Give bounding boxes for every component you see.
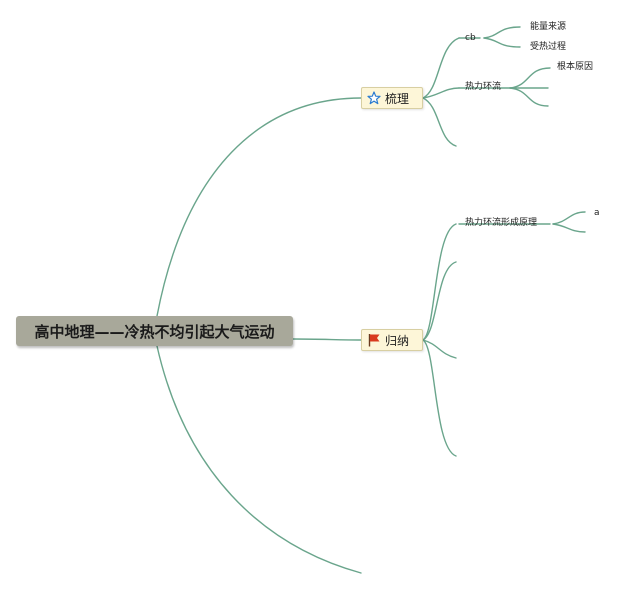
- central-topic[interactable]: 高中地理——冷热不均引起大气运动: [16, 316, 293, 346]
- connector-cb-to-heating: [483, 37, 521, 48]
- node-a[interactable]: a: [594, 208, 600, 218]
- connector-root-to-empty: [156, 345, 362, 574]
- branch-shuli[interactable]: 梳理: [361, 87, 423, 109]
- connector-principle-to-a: [552, 211, 586, 225]
- branch-shuli-label: 梳理: [385, 91, 410, 106]
- connector-principle-to-empty: [552, 223, 586, 233]
- connector-shuli-to-empty: [422, 97, 457, 147]
- connector-rlhl-to-empty: [509, 87, 549, 107]
- branch-guina[interactable]: 归纳: [361, 329, 423, 351]
- connector-guina-to-empty3: [422, 339, 457, 457]
- connector-rlhl-to-rootcause: [509, 67, 551, 89]
- central-topic-label: 高中地理——冷热不均引起大气运动: [34, 322, 275, 341]
- connector-shuli-to-rlhl: [422, 87, 460, 99]
- node-energy-source[interactable]: 能量来源: [530, 22, 567, 32]
- connector-root-to-shuli: [156, 97, 362, 317]
- node-heating-process[interactable]: 受热过程: [530, 42, 567, 52]
- red-flag-icon: [367, 333, 381, 347]
- node-root-cause[interactable]: 根本原因: [557, 62, 594, 72]
- connector-guina-to-empty1: [422, 261, 457, 341]
- connector-root-to-guina: [292, 338, 362, 341]
- connector-guina-to-principle: [422, 223, 457, 341]
- connector-guina-to-empty2: [422, 339, 457, 359]
- node-thermal-circulation-principle[interactable]: 热力环流形成原理: [465, 218, 538, 228]
- branch-guina-label: 归纳: [385, 333, 410, 348]
- connector-shuli-to-cb: [422, 37, 460, 99]
- node-thermal-circulation[interactable]: 热力环流: [465, 82, 502, 92]
- star-icon: [367, 91, 381, 105]
- node-cb[interactable]: cb: [465, 33, 476, 43]
- connector-cb-to-energy: [483, 26, 521, 39]
